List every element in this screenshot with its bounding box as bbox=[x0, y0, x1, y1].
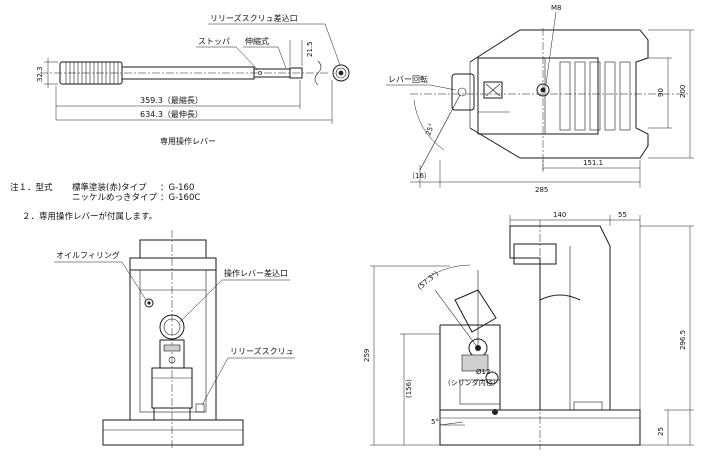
release-screw-label: リリーズスクリュ bbox=[230, 346, 294, 356]
dim-90: 90 bbox=[657, 88, 665, 97]
lever-caption: 専用操作レバー bbox=[160, 136, 216, 146]
dim-phi12: Ø12 bbox=[476, 368, 490, 376]
lever-height-dim: 21.5 bbox=[306, 41, 314, 57]
note-standard-type: 標準塗装(赤)タイプ bbox=[72, 182, 147, 193]
stopper-label: ストッパ bbox=[198, 37, 230, 46]
dim-140: 140 bbox=[553, 211, 566, 219]
dim-259: 259 bbox=[363, 349, 371, 362]
notes: 注１．型式 標準塗装(赤)タイプ ：G-160 ニッケルめっきタイプ ：G-16… bbox=[10, 182, 200, 222]
lever-rotation-label: レバー回転 bbox=[388, 75, 428, 84]
front-view: オイルフィリング 操作レバー差込口 リリーズスクリュ bbox=[54, 230, 295, 450]
oil-filling-label: オイルフィリング bbox=[56, 250, 120, 260]
note-nickel-type: ニッケルめっきタイプ bbox=[72, 193, 158, 203]
m8-label: M8 bbox=[551, 4, 562, 12]
dim-5deg: 5° bbox=[431, 418, 439, 426]
lever-angle-dim: 25° bbox=[424, 122, 436, 136]
dim-151: 151.1 bbox=[583, 159, 603, 167]
note-standard-code: ：G-160 bbox=[160, 183, 194, 193]
angle-57-dim: (57.3°) bbox=[416, 269, 440, 291]
telescopic-label: 伸縮式 bbox=[245, 36, 269, 46]
cylinder-label: (シリンダ内径) bbox=[448, 378, 496, 387]
dim-296: 296.5 bbox=[679, 330, 687, 350]
dim-16: （16） bbox=[408, 172, 431, 180]
lever-max-length-dim: 634.3（最伸長） bbox=[140, 109, 203, 119]
dim-200: 200 bbox=[679, 85, 687, 98]
dim-156: (156) bbox=[405, 379, 413, 398]
dim-285: 285 bbox=[535, 186, 548, 194]
dim-25: 25 bbox=[657, 427, 665, 436]
release-screw-port-label: リリーズスクリュ差込口 bbox=[210, 13, 298, 23]
lever-diameter-dim: 32.3 bbox=[36, 66, 44, 82]
top-view: M8 レバー回転 25° （16） 151.1 285 90 200 bbox=[386, 4, 694, 194]
lever-port-label: 操作レバー差込口 bbox=[224, 268, 288, 278]
note-lever-included: ２．専用操作レバーが付属します。 bbox=[22, 211, 157, 222]
lever-min-length-dim: 359.3（最縮長） bbox=[140, 95, 203, 105]
lever-view: 32.3 21.5 リリーズスクリュ差込口 ストッパ 伸縮式 359.3（最縮長… bbox=[36, 13, 350, 146]
dim-55: 55 bbox=[618, 211, 627, 219]
note-model-label: 注１．型式 bbox=[10, 182, 53, 193]
note-nickel-code: ：G-160C bbox=[160, 193, 200, 203]
side-view: (57.3°) 140 55 259 (156) Ø12 (シリンダ内径) 5°… bbox=[363, 211, 694, 450]
